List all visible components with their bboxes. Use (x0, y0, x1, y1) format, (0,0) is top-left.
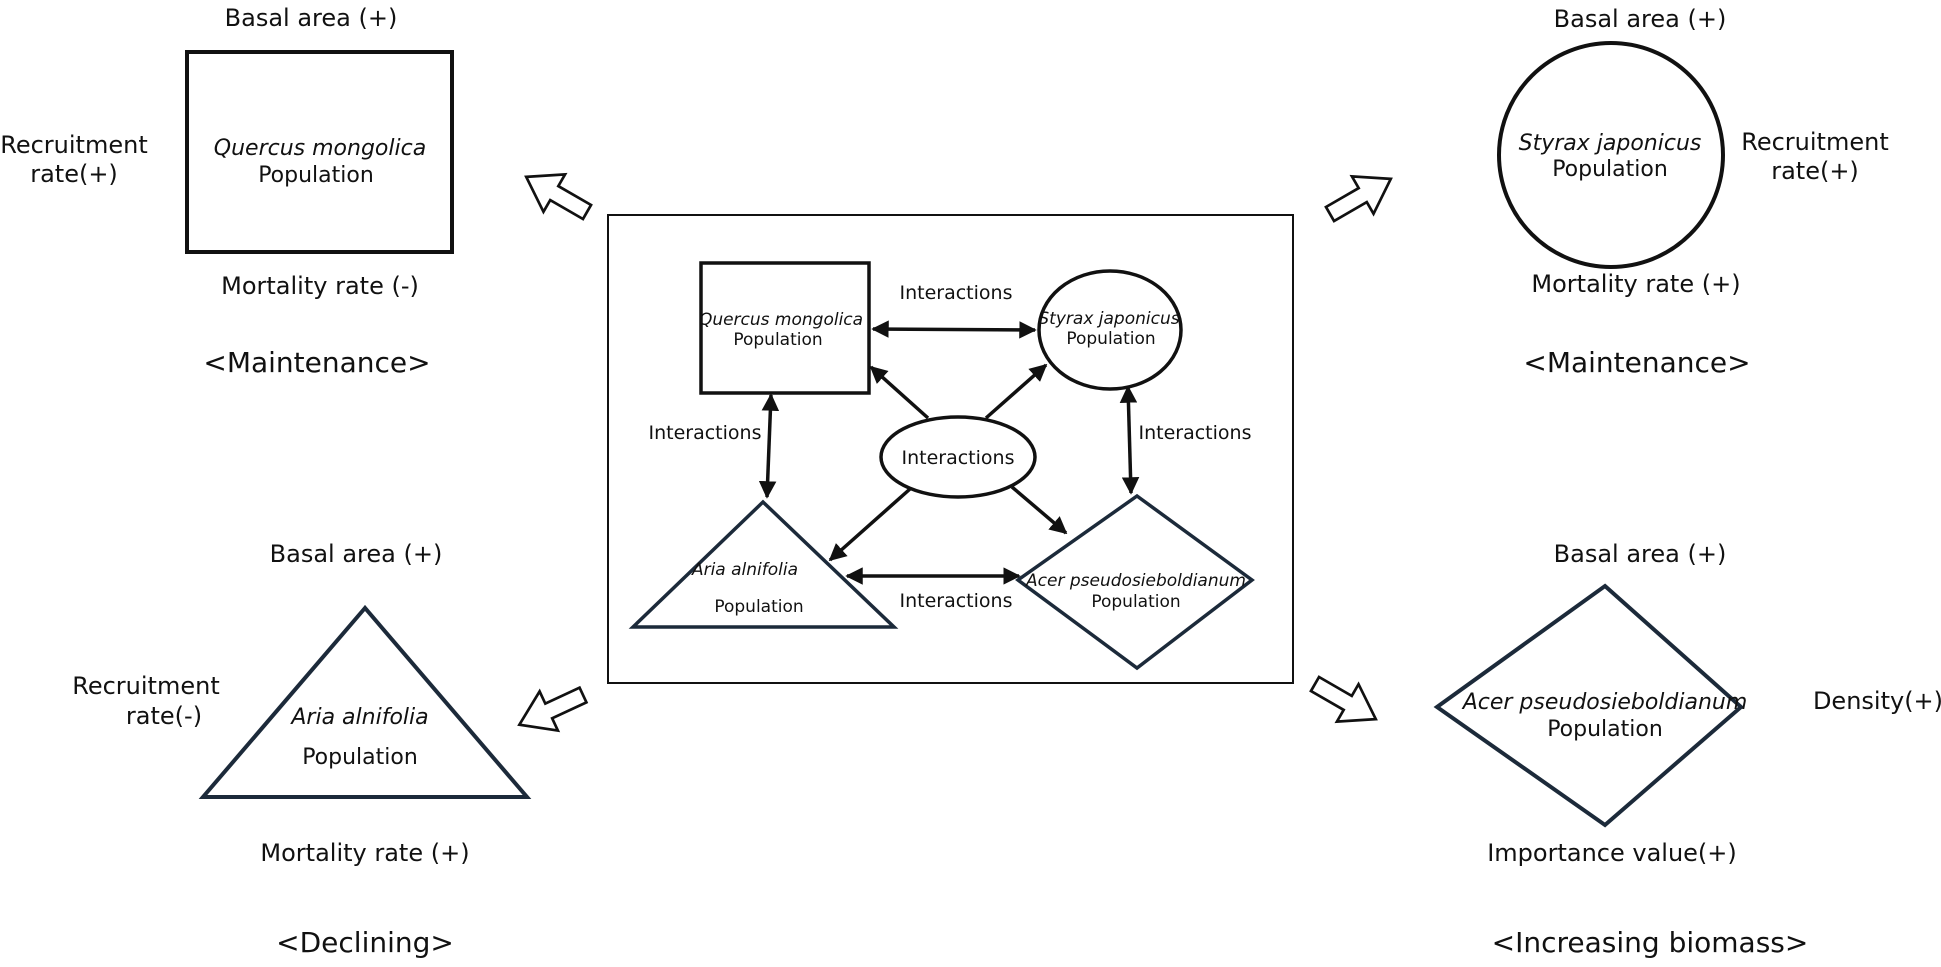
aria-mortality-label: Mortality rate (+) (260, 839, 469, 867)
quercus-recruitment-label-line1: Recruitment (0, 131, 147, 159)
acer-population-label: Population (1547, 717, 1663, 742)
center-quercus-population: Population (733, 330, 822, 350)
center-hub-label: Interactions (902, 447, 1015, 469)
styrax-recruitment-label-line1: Recruitment (1741, 128, 1888, 156)
acer-species-label: Acer pseudosieboldianum (1461, 690, 1748, 715)
styrax-circle-shape (1497, 41, 1725, 269)
styrax-stage-label: <Maintenance> (1523, 346, 1750, 379)
arrow-hub-quercus (869, 365, 930, 420)
quercus-recruitment-label-line2: rate(+) (30, 160, 118, 188)
acer-importance-value-label: Importance value(+) (1487, 839, 1737, 867)
interactions-label-right: Interactions (1139, 422, 1252, 444)
arrow-styrax-acer (1119, 385, 1140, 495)
styrax-species-label: Styrax japonicus (1519, 131, 1702, 156)
center-aria-triangle (628, 499, 899, 629)
interactions-label-bottom: Interactions (900, 590, 1013, 612)
quadrant-styrax-japonicus: Basal area (+) Styrax japonicus Populati… (1497, 5, 1889, 379)
acer-stage-label: <Increasing biomass> (1492, 926, 1809, 959)
center-styrax-population: Population (1066, 329, 1155, 349)
aria-triangle-shape (198, 604, 532, 799)
quercus-basal-area-label: Basal area (+) (225, 4, 398, 32)
aria-species-label: Aria alnifolia (289, 705, 428, 730)
styrax-recruitment-label-line2: rate(+) (1771, 157, 1859, 185)
aria-stage-label: <Declining> (276, 926, 454, 959)
quercus-stage-label: <Maintenance> (203, 346, 430, 379)
hollow-arrow-top-left-icon (524, 172, 593, 221)
center-hub-ellipse (879, 415, 1037, 499)
acer-basal-area-label: Basal area (+) (1554, 540, 1727, 568)
hollow-arrow-bottom-left-icon (517, 685, 589, 733)
center-acer-species: Acer pseudosieboldianum (1025, 571, 1246, 591)
arrow-hub-acer (1010, 485, 1068, 535)
quadrant-aria-alnifolia: Basal area (+) Aria alnifolia Population… (72, 540, 532, 959)
center-acer-population: Population (1091, 592, 1180, 612)
quercus-species-label: Quercus mongolica (214, 136, 426, 161)
acer-density-label: Density(+) (1813, 687, 1941, 715)
arrow-quercus-styrax (871, 320, 1037, 339)
arrow-quercus-aria (758, 393, 780, 499)
quercus-population-label: Population (258, 163, 374, 188)
center-aria-population: Population (714, 597, 803, 617)
styrax-basal-area-label: Basal area (+) (1554, 5, 1727, 33)
center-styrax-species: Styrax japonicus (1038, 309, 1179, 329)
quercus-mortality-label: Mortality rate (-) (221, 272, 419, 300)
interactions-label-left: Interactions (649, 422, 762, 444)
center-styrax-circle (1037, 269, 1183, 391)
center-quercus-species: Quercus mongolica (699, 310, 863, 330)
hollow-arrow-bottom-right-icon (1309, 675, 1378, 724)
aria-recruitment-label-line1: Recruitment (72, 672, 219, 700)
center-acer-diamond (1015, 493, 1255, 671)
interactions-label-top: Interactions (900, 282, 1013, 304)
center-quercus-square (699, 261, 871, 395)
quercus-square-shape (185, 50, 454, 254)
arrow-hub-aria (828, 487, 912, 562)
aria-basal-area-label: Basal area (+) (270, 540, 443, 568)
styrax-mortality-label: Mortality rate (+) (1531, 270, 1740, 298)
hollow-arrow-top-right-icon (1324, 174, 1393, 223)
arrow-hub-styrax (984, 363, 1048, 420)
aria-recruitment-label-line2: rate(-) (126, 702, 202, 730)
center-aria-species: Aria alnifolia (691, 560, 798, 580)
acer-diamond-shape (1433, 583, 1745, 828)
quadrant-acer-pseudosieboldianum: Basal area (+) Acer pseudosieboldianum P… (1433, 540, 1941, 959)
quadrant-quercus-mongolica: Basal area (+) Quercus mongolica Populat… (0, 4, 454, 379)
aria-population-label: Population (302, 745, 418, 770)
styrax-population-label: Population (1552, 157, 1668, 182)
center-interaction-panel: Quercus mongolica Population Styrax japo… (607, 214, 1294, 684)
